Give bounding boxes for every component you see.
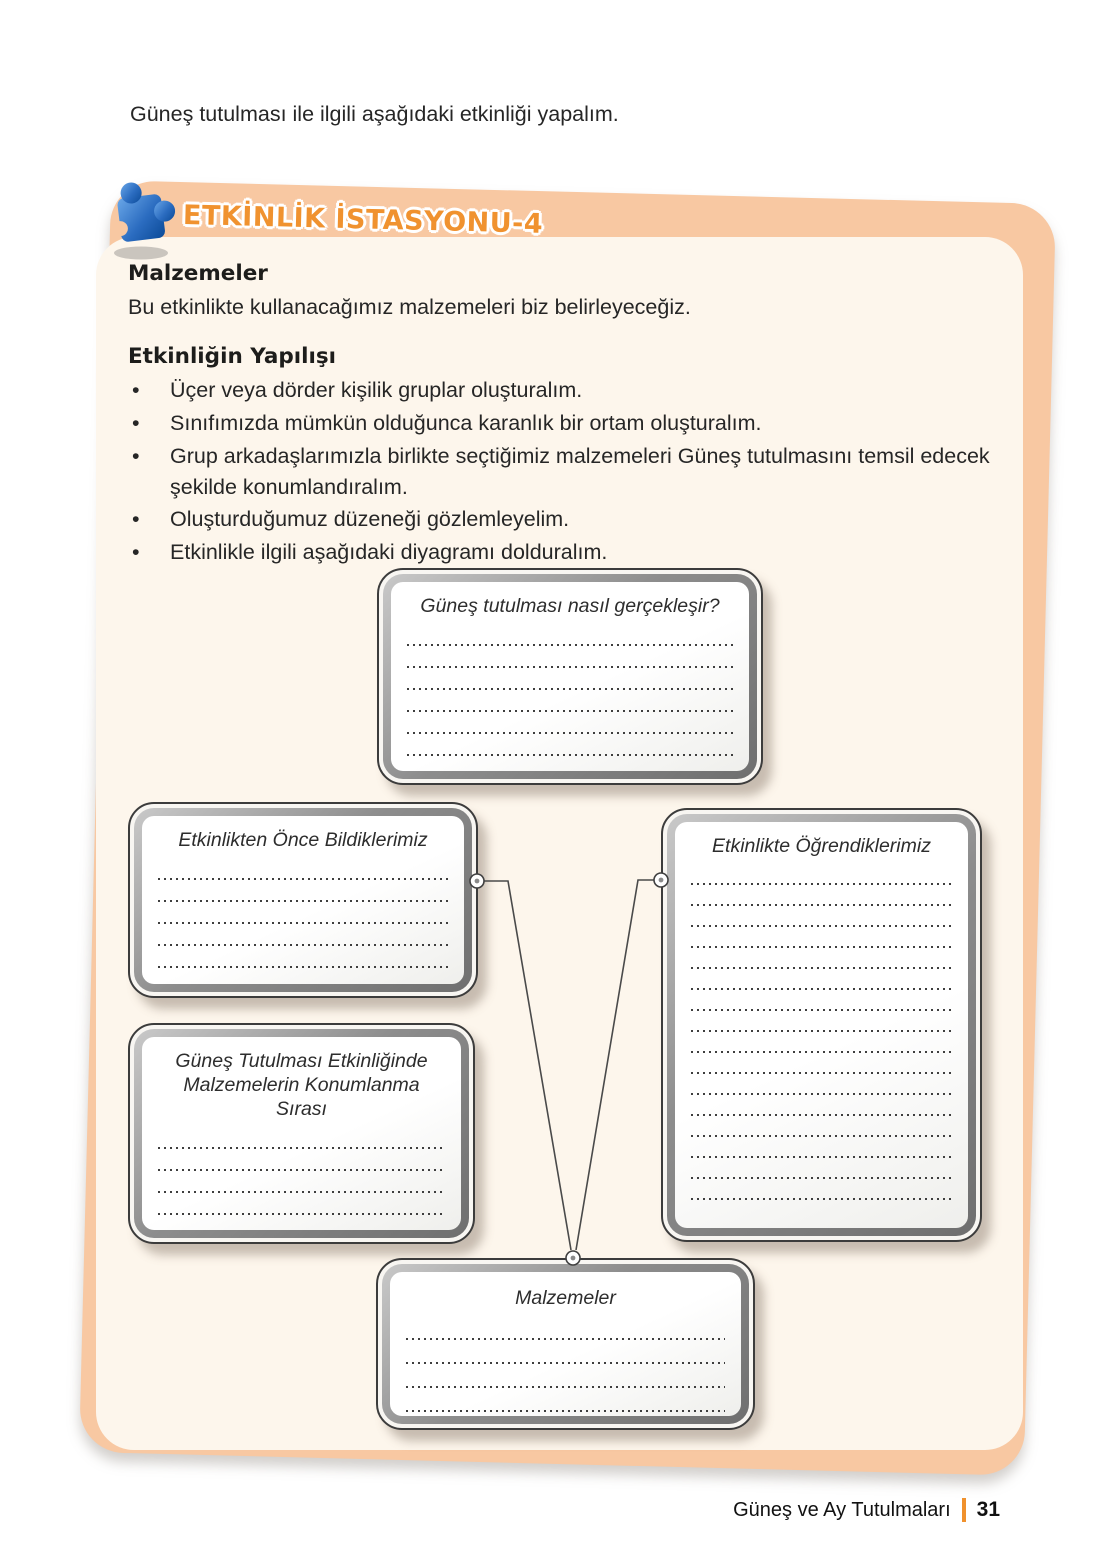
write-in-lines: [407, 624, 733, 756]
dotted-line: [158, 1127, 445, 1149]
step-text: Sınıfımızda mümkün olduğunca karanlık bi…: [170, 411, 762, 435]
box-frame: Malzemeler: [382, 1264, 749, 1424]
dotted-line: [691, 906, 952, 927]
diagram-box-learned: Etkinlikte Öğrendiklerimiz: [661, 808, 982, 1242]
dotted-line: [691, 885, 952, 906]
dotted-line: [158, 1193, 445, 1215]
dotted-line: [691, 1074, 952, 1095]
dotted-line: [691, 1011, 952, 1032]
dotted-line: [406, 1364, 725, 1388]
bullet-glyph: •: [132, 378, 140, 402]
bullet-glyph: •: [132, 507, 140, 531]
dotted-line: [691, 927, 952, 948]
dotted-line: [691, 969, 952, 990]
diagram-box-material-order: Güneş Tutulması Etkinliğinde Malzemeleri…: [128, 1023, 475, 1244]
box-content: Malzemeler: [390, 1272, 741, 1416]
dotted-line: [691, 990, 952, 1011]
box-content: Etkinlikten Önce Bildiklerimiz: [142, 816, 464, 984]
dotted-line: [691, 948, 952, 969]
box-frame: Güneş tutulması nasıl gerçekleşir?: [383, 574, 757, 779]
write-in-lines: [691, 864, 952, 1200]
dotted-line: [407, 624, 733, 646]
dotted-line: [407, 668, 733, 690]
diagram-box-known-before: Etkinlikten Önce Bildiklerimiz: [128, 802, 478, 998]
dotted-line: [158, 1215, 445, 1230]
box-title: Etkinlikte Öğrendiklerimiz: [712, 835, 931, 857]
dotted-line: [691, 1137, 952, 1158]
dotted-line: [158, 858, 448, 880]
dotted-line: [691, 1053, 952, 1074]
dotted-line: [691, 1158, 952, 1179]
intro-text: Güneş tutulması ile ilgili aşağıdaki etk…: [130, 102, 619, 126]
dotted-line: [158, 924, 448, 946]
dotted-line: [691, 864, 952, 885]
box-frame: Etkinlikten Önce Bildiklerimiz: [134, 808, 472, 992]
box-title: Malzemeler: [515, 1287, 616, 1309]
step-text: Oluşturduğumuz düzeneği gözlemleyelim.: [170, 507, 570, 531]
steps-heading: Etkinliğin Yapılışı: [128, 344, 336, 369]
diagram-box-materials: Malzemeler: [376, 1258, 755, 1430]
dotted-line: [407, 690, 733, 712]
step-text: Grup arkadaşlarımızla birlikte seçtiğimi…: [170, 444, 990, 499]
dotted-line: [691, 1032, 952, 1053]
box-title: Güneş tutulması nasıl gerçekleşir?: [420, 595, 720, 617]
diagram-box-how-eclipse-happens: Güneş tutulması nasıl gerçekleşir?: [377, 568, 763, 785]
box-content: Güneş Tutulması Etkinliğinde Malzemeleri…: [142, 1037, 461, 1230]
step-item: • Oluşturduğumuz düzeneği gözlemleyelim.: [128, 504, 990, 536]
puzzle-piece-icon: [112, 182, 176, 260]
dotted-line: [406, 1316, 725, 1340]
write-in-lines: [158, 1127, 445, 1230]
dotted-line: [158, 902, 448, 924]
dotted-line: [691, 1116, 952, 1137]
dotted-line: [158, 946, 448, 968]
puzzle-shadow: [114, 246, 168, 260]
dotted-line: [158, 1149, 445, 1171]
box-frame: Güneş Tutulması Etkinliğinde Malzemeleri…: [134, 1029, 469, 1238]
write-in-lines: [406, 1316, 725, 1412]
bullet-glyph: •: [132, 444, 140, 468]
step-item: • Sınıfımızda mümkün olduğunca karanlık b…: [128, 408, 990, 440]
dotted-line: [158, 880, 448, 902]
bullet-glyph: •: [132, 540, 140, 564]
dotted-line: [407, 734, 733, 756]
box-title: Etkinlikten Önce Bildiklerimiz: [178, 829, 428, 851]
activity-panel: Malzemeler Bu etkinlikte kullanacağımız …: [96, 237, 1023, 1450]
write-in-lines: [158, 858, 448, 968]
materials-text: Bu etkinlikte kullanacağımız malzemeleri…: [128, 295, 691, 319]
materials-heading: Malzemeler: [128, 261, 268, 286]
activity-content: Malzemeler Bu etkinlikte kullanacağımız …: [128, 253, 990, 570]
box-content: Güneş tutulması nasıl gerçekleşir?: [391, 582, 749, 771]
step-item: • Grup arkadaşlarımızla birlikte seçtiğim…: [128, 441, 990, 503]
step-item: • Üçer veya dörder kişilik gruplar oluştu…: [128, 375, 990, 407]
box-content: Etkinlikte Öğrendiklerimiz: [675, 822, 968, 1228]
footer-section-title: Güneş ve Ay Tutulmaları: [733, 1498, 951, 1521]
dotted-line: [691, 1179, 952, 1200]
dotted-line: [691, 1095, 952, 1116]
box-frame: Etkinlikte Öğrendiklerimiz: [667, 814, 976, 1236]
step-item: • Etkinlikle ilgili aşağıdaki diyagramı d…: [128, 537, 990, 569]
steps-list: • Üçer veya dörder kişilik gruplar oluştu…: [128, 375, 990, 569]
footer-page-number: 31: [976, 1498, 1000, 1521]
dotted-line: [407, 646, 733, 668]
dotted-line: [158, 1171, 445, 1193]
step-text: Üçer veya dörder kişilik gruplar oluştur…: [170, 378, 583, 402]
page-footer: Güneş ve Ay Tutulmaları 31: [733, 1498, 1000, 1522]
dotted-line: [406, 1388, 725, 1412]
footer-divider-bar: [961, 1498, 966, 1522]
step-text: Etkinlikle ilgili aşağıdaki diyagramı do…: [170, 540, 608, 564]
dotted-line: [407, 712, 733, 734]
box-title: Güneş Tutulması Etkinliğinde Malzemeleri…: [175, 1050, 428, 1120]
dotted-line: [406, 1340, 725, 1364]
bullet-glyph: •: [132, 411, 140, 435]
